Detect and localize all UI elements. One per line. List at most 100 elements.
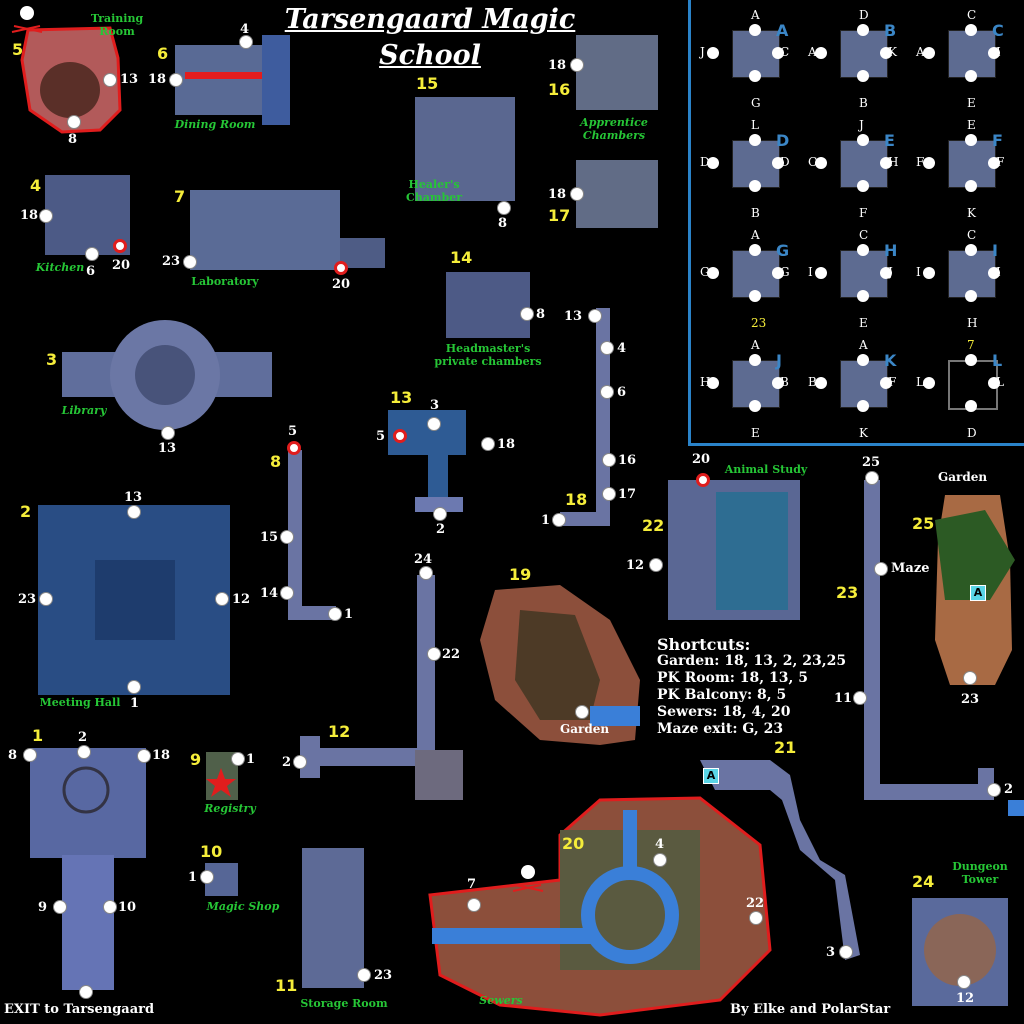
exit-label: 13	[124, 490, 143, 505]
room-number: 21	[774, 738, 797, 757]
maze-exit-dot	[988, 157, 1000, 169]
maze-exit-label: C	[808, 155, 818, 169]
exit-dot[interactable]	[575, 705, 589, 719]
maze-exit-dot	[923, 267, 935, 279]
pk-exit-dot[interactable]	[696, 473, 710, 487]
exit-dot[interactable]	[79, 985, 93, 999]
exit-dot[interactable]	[183, 255, 197, 269]
exit-dot[interactable]	[987, 783, 1001, 797]
exit-dot[interactable]	[865, 471, 879, 485]
maze-cell-id: I	[992, 241, 998, 260]
maze-cell-id: D	[776, 131, 790, 150]
room-label: Storage Room	[300, 997, 388, 1010]
exit-dot[interactable]	[963, 671, 977, 685]
maze-exit-label: C	[780, 45, 790, 59]
exit-dot[interactable]	[427, 417, 441, 431]
exit-dot[interactable]	[357, 968, 371, 982]
exit-dot[interactable]	[23, 748, 37, 762]
maze-exit-dot	[965, 244, 977, 256]
exit-dot[interactable]	[127, 680, 141, 694]
exit-dot[interactable]	[588, 309, 602, 323]
exit-dot[interactable]	[137, 749, 151, 763]
maze-exit-label: D	[859, 8, 869, 22]
shortcuts-panel: Shortcuts: Garden: 18, 13, 2, 23,25 PK R…	[657, 636, 846, 738]
room-label: Magic Shop	[206, 900, 280, 913]
exit-dot[interactable]	[39, 592, 53, 606]
maze-exit-label: G	[780, 265, 790, 279]
exit-dot[interactable]	[853, 691, 867, 705]
exit-label: 12	[232, 592, 251, 607]
exit-dot[interactable]	[649, 558, 663, 572]
maze-exit-label: I	[808, 265, 813, 279]
exit-dot[interactable]	[239, 35, 253, 49]
exit-dot[interactable]	[600, 341, 614, 355]
exit-dot[interactable]	[602, 487, 616, 501]
maze-exit-dot	[965, 70, 977, 82]
exit-dot[interactable]	[570, 58, 584, 72]
room-number: 4	[30, 176, 42, 195]
maze-exit-dot	[772, 377, 784, 389]
pk-exit-dot[interactable]	[334, 261, 348, 275]
exit-dot[interactable]	[957, 975, 971, 989]
exit-label: 13	[564, 309, 583, 324]
exit-label: 18	[548, 187, 567, 202]
maze-exit-dot	[857, 354, 869, 366]
exit-dot[interactable]	[552, 513, 566, 527]
exit-dot[interactable]	[127, 505, 141, 519]
pk-exit-dot[interactable]	[113, 239, 127, 253]
exit-dot[interactable]	[433, 507, 447, 521]
exit-dot[interactable]	[419, 566, 433, 580]
exit-label: 2	[78, 730, 88, 745]
exit-dot[interactable]	[77, 745, 91, 759]
exit-dot[interactable]	[280, 530, 294, 544]
exit-dot[interactable]	[231, 752, 245, 766]
exit-dot[interactable]	[85, 247, 99, 261]
exit-dot[interactable]	[481, 437, 495, 451]
maze-exit-dot	[965, 180, 977, 192]
exit-dot[interactable]	[602, 453, 616, 467]
exit-dot[interactable]	[749, 911, 763, 925]
exit-dot[interactable]	[328, 607, 342, 621]
room-number: 8	[270, 452, 282, 471]
exit-dot[interactable]	[215, 592, 229, 606]
exit-dot[interactable]	[467, 898, 481, 912]
exit-dot[interactable]	[653, 853, 667, 867]
maze-exit-dot	[772, 47, 784, 59]
exit-dot[interactable]	[200, 870, 214, 884]
exit-dot[interactable]	[169, 73, 183, 87]
exit-dot[interactable]	[103, 73, 117, 87]
exit-dot[interactable]	[600, 385, 614, 399]
exit-dot[interactable]	[839, 945, 853, 959]
exit-label: 6	[86, 264, 96, 279]
exit-dot[interactable]	[874, 562, 888, 576]
exit-label: 1	[188, 870, 198, 885]
exit-dot[interactable]	[67, 115, 81, 129]
exit-dot[interactable]	[293, 755, 307, 769]
exit-dot[interactable]	[280, 586, 294, 600]
exit-label: 7	[467, 877, 477, 892]
room-number: 6	[157, 44, 169, 63]
exit-dot[interactable]	[161, 426, 175, 440]
maze-exit-label: A	[859, 338, 868, 352]
exit-dot[interactable]	[427, 647, 441, 661]
maze-exit-label: D	[967, 426, 977, 440]
exit-dot[interactable]	[53, 900, 67, 914]
maze-exit-dot	[749, 134, 761, 146]
room-number: 23	[836, 583, 859, 602]
maze-exit-label: C	[967, 228, 977, 242]
maze-exit-dot	[772, 157, 784, 169]
exit-label: 16	[618, 453, 637, 468]
exit-dot[interactable]	[520, 307, 534, 321]
pk-exit-dot[interactable]	[287, 441, 301, 455]
exit-dot[interactable]	[103, 900, 117, 914]
maze-exit-dot	[857, 70, 869, 82]
maze-exit-label: A	[751, 228, 760, 242]
room-label: Sewers	[479, 994, 523, 1007]
maze-exit-dot	[857, 24, 869, 36]
maze-exit-label: D	[780, 155, 790, 169]
exit-dot[interactable]	[570, 187, 584, 201]
exit-dot[interactable]	[497, 201, 511, 215]
exit-dot[interactable]	[39, 209, 53, 223]
maze-cell-id: B	[884, 21, 897, 40]
pk-exit-dot[interactable]	[393, 429, 407, 443]
